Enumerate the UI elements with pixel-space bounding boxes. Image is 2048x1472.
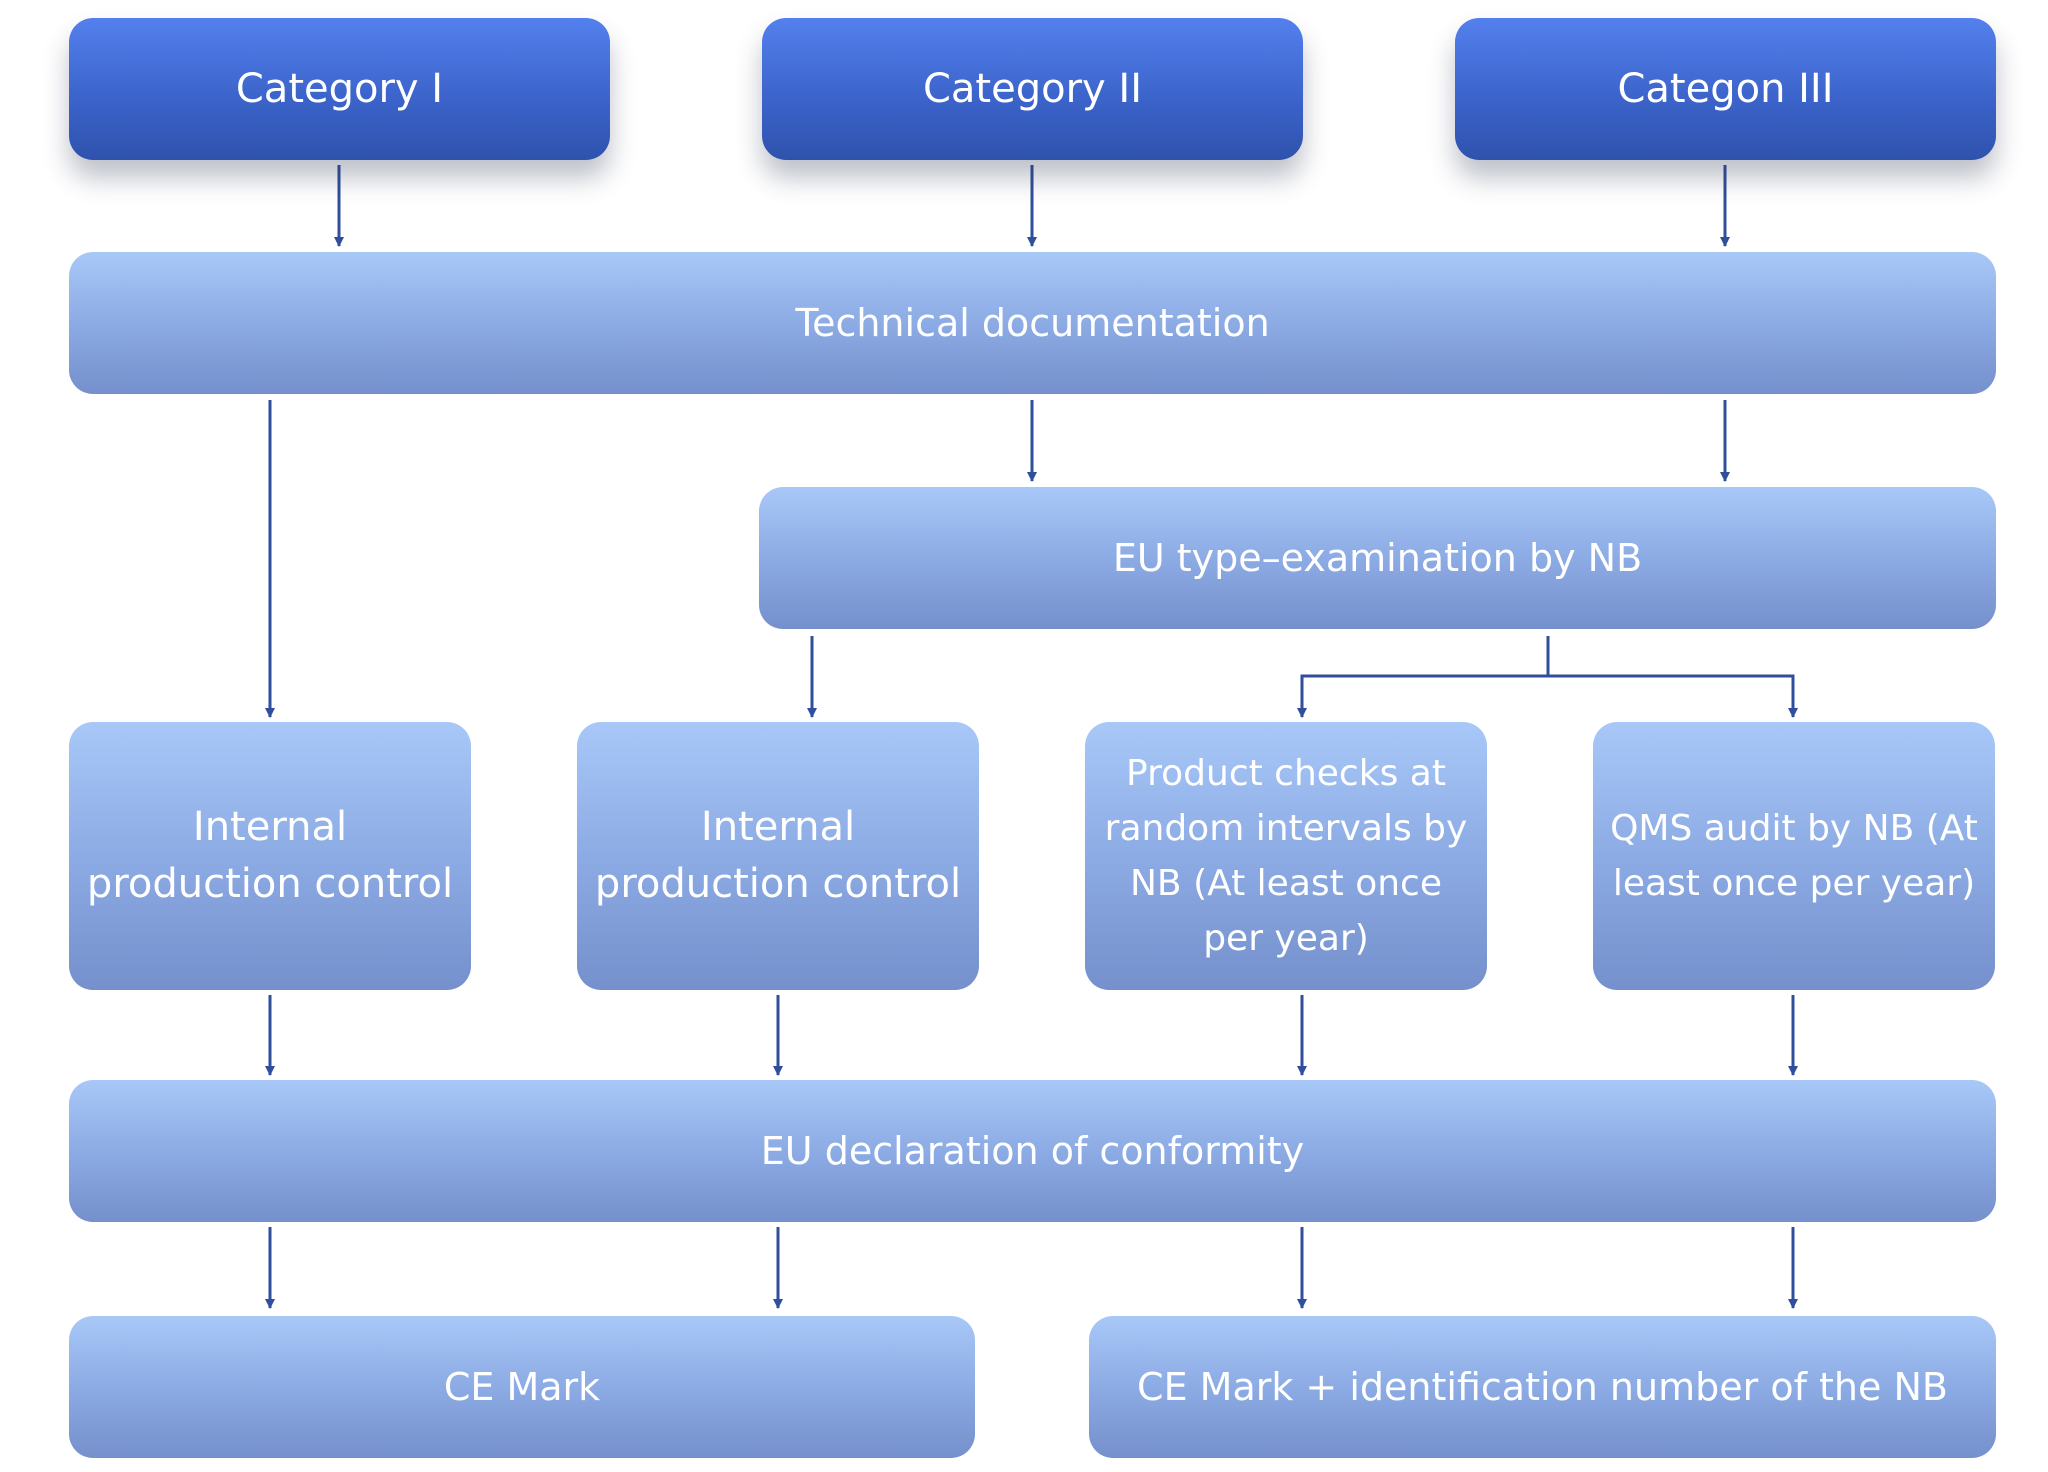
product-checks-box: Product checks at random intervals by NB…: [1085, 722, 1487, 990]
product-checks-label: Product checks at random intervals by NB…: [1104, 753, 1468, 959]
category-2-box: Category II: [762, 18, 1303, 160]
ce-mark-label: CE Mark: [443, 1365, 601, 1409]
category-1-label: Category I: [235, 66, 444, 112]
eu-type-examination-box: EU type–examination by NB: [759, 487, 1996, 629]
qms-audit-box: QMS audit by NB (At least once per year): [1593, 722, 1995, 990]
internal-production-control-label-2: Internal production control: [594, 804, 962, 907]
ce-mark-box: CE Mark: [69, 1316, 975, 1458]
ce-mark-nb-box: CE Mark + identification number of the N…: [1089, 1316, 1996, 1458]
technical-documentation-box: Technical documentation: [69, 252, 1996, 394]
internal-production-control-box-1: Internal production control: [69, 722, 471, 990]
category-1-box: Category I: [69, 18, 610, 160]
branch-euexam-split: [1297, 636, 1550, 718]
category-3-box: Categon III: [1455, 18, 1996, 160]
internal-production-control-box-2: Internal production control: [577, 722, 979, 990]
ce-mark-nb-label: CE Mark + identification number of the N…: [1137, 1365, 1948, 1409]
technical-documentation-label: Technical documentation: [795, 301, 1270, 345]
branch-euexam-to-qms: [1548, 674, 1798, 718]
eu-declaration-label: EU declaration of conformity: [760, 1129, 1305, 1173]
eu-type-examination-label: EU type–examination by NB: [1112, 536, 1643, 580]
category-2-label: Category II: [922, 66, 1143, 112]
qms-audit-label: QMS audit by NB (At least once per year): [1610, 808, 1978, 904]
category-3-label: Categon III: [1617, 66, 1834, 112]
eu-declaration-box: EU declaration of conformity: [69, 1080, 1996, 1222]
internal-production-control-label-1: Internal production control: [86, 804, 454, 907]
